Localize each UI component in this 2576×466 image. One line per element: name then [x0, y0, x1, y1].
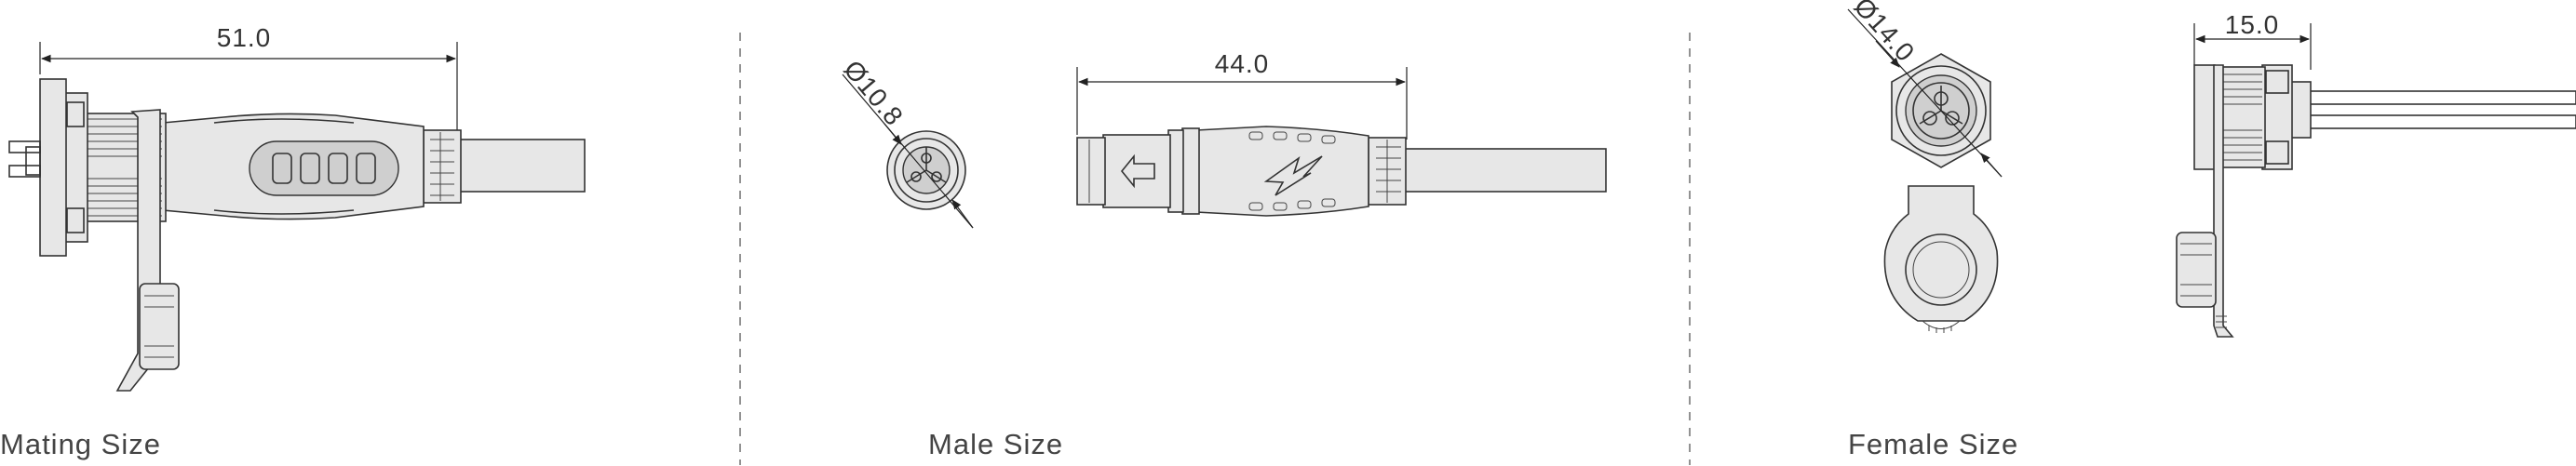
insert-arrow-icon [1120, 153, 1155, 189]
mating-length-label: 51.0 [217, 23, 272, 52]
mating-grip-oval [249, 140, 399, 196]
mating-flange [39, 78, 67, 257]
female-front-view: Ø14.0 [1847, 0, 2003, 333]
female-diameter-label: Ø14.0 [1849, 0, 1921, 67]
male-cable [1400, 148, 1607, 193]
male-length-label: 44.0 [1215, 49, 1270, 78]
female-cap-side [2176, 232, 2217, 308]
mating-caption: Mating Size [0, 428, 161, 460]
male-side-view: 44.0 [1076, 49, 1607, 217]
female-side-view: 15.0 [2176, 10, 2576, 338]
male-caption: Male Size [928, 428, 1063, 460]
female-wire [2306, 90, 2576, 105]
female-view: Ø14.0 15.0 [1847, 0, 2576, 460]
mating-dust-cap [139, 283, 180, 370]
male-body [1195, 126, 1369, 217]
female-strap [2213, 64, 2234, 338]
lightning-icon [1263, 155, 1323, 196]
female-thread [2219, 66, 2266, 168]
mating-strain-relief [423, 129, 462, 204]
male-view: Ø10.8 44.0 [838, 49, 1607, 460]
mating-cable [453, 139, 586, 193]
female-wire [2306, 114, 2576, 129]
mating-length-dimension: 51.0 [39, 23, 458, 140]
female-dust-cap [1883, 185, 1999, 322]
mating-view: 51.0 [0, 23, 586, 460]
female-caption: Female Size [1848, 428, 2018, 460]
female-length-label: 15.0 [2225, 10, 2280, 39]
male-front-view: Ø10.8 [838, 55, 974, 229]
male-diameter-label: Ø10.8 [838, 55, 909, 131]
female-flange [2193, 64, 2216, 170]
